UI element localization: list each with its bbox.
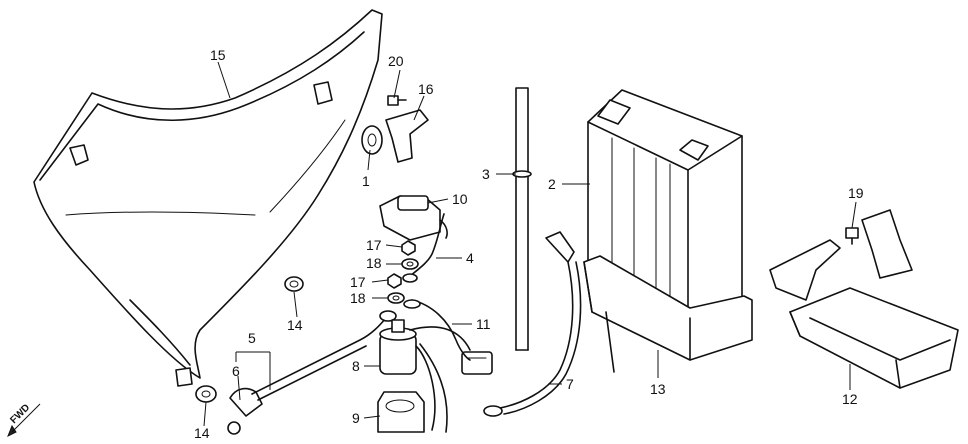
bracket-16 <box>385 109 429 163</box>
cushion-1 <box>361 125 383 155</box>
callout-12: 12 <box>842 391 858 407</box>
callout-2: 2 <box>548 176 556 192</box>
grommet-upper <box>284 276 304 292</box>
bolt-19 <box>845 227 859 245</box>
wire-connector <box>461 351 493 375</box>
callout-6: 6 <box>232 363 240 379</box>
callout-11: 11 <box>476 316 491 332</box>
callout-17a: 17 <box>366 237 382 253</box>
battery-positive-cable <box>483 231 582 417</box>
callout-20: 20 <box>388 53 404 69</box>
grommet-lower <box>195 385 217 403</box>
washer-18-lower <box>387 292 405 304</box>
callout-1: 1 <box>362 173 370 189</box>
callout-4: 4 <box>466 250 474 266</box>
callout-8: 8 <box>352 358 360 374</box>
battery-case <box>583 255 753 373</box>
bolt-20 <box>387 95 407 106</box>
callout-17b: 17 <box>350 274 366 290</box>
callouts: 15 20 16 1 10 17 18 17 18 4 11 8 9 14 14… <box>8 47 863 441</box>
callout-7: 7 <box>566 376 574 392</box>
fwd-arrow <box>7 403 41 438</box>
leader-lines <box>203 61 857 427</box>
nut-17-upper <box>401 240 416 256</box>
callout-14b: 14 <box>194 425 210 441</box>
fwd-label: FWD <box>8 402 32 426</box>
battery-negative-cable <box>227 310 397 435</box>
callout-14a: 14 <box>287 317 303 333</box>
battery-tray <box>769 209 959 389</box>
callout-19: 19 <box>848 185 864 201</box>
nut-17-lower <box>387 273 402 289</box>
callout-3: 3 <box>482 166 490 182</box>
breather-tube <box>512 87 532 351</box>
washer-18-upper <box>401 258 419 270</box>
callout-18b: 18 <box>350 290 366 306</box>
callout-5: 5 <box>248 330 256 346</box>
callout-10: 10 <box>452 191 468 207</box>
callout-16: 16 <box>418 81 434 97</box>
battery-wire-4 <box>402 213 445 283</box>
relay-holder <box>377 391 425 433</box>
callout-15: 15 <box>210 47 226 63</box>
side-cover <box>33 9 383 387</box>
turn-signal-relay <box>379 195 448 241</box>
callout-13: 13 <box>650 381 666 397</box>
starter-relay <box>379 319 471 433</box>
callout-18a: 18 <box>366 255 382 271</box>
callout-9: 9 <box>352 410 360 426</box>
wire-11 <box>403 299 471 361</box>
battery <box>587 89 743 315</box>
